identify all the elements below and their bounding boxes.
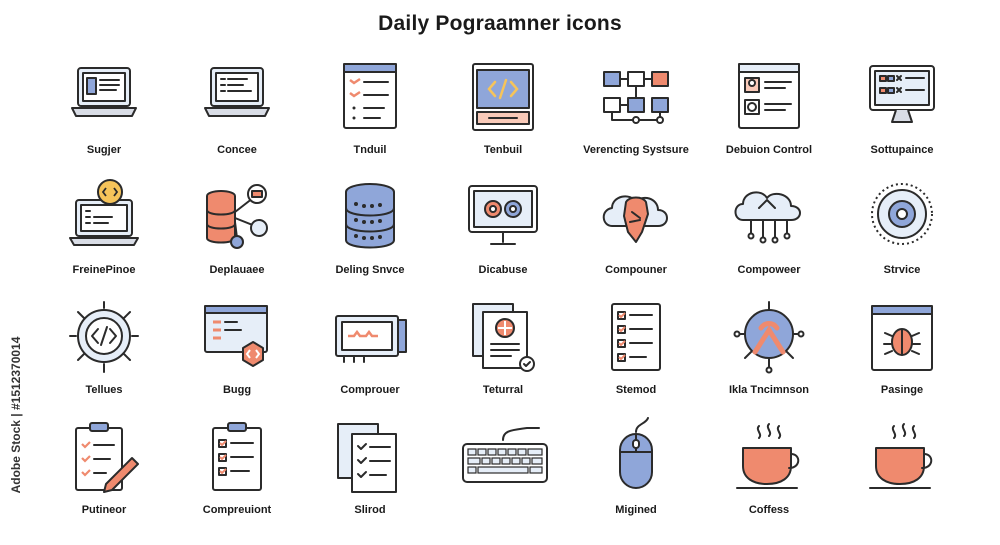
icon-label: Teturral	[482, 384, 524, 396]
icon-label: Deling Snvce	[335, 264, 405, 276]
icon-label: Tenbuil	[483, 144, 523, 156]
icon-cell: Concee	[171, 52, 303, 172]
icon-cell: Stemod	[570, 292, 702, 412]
monitor-settings-icon	[869, 65, 935, 123]
icon-label: Ikla Tncimnson	[728, 384, 810, 396]
bug-page-icon	[871, 305, 933, 371]
icon-cell: Tnduil	[304, 52, 436, 172]
icon-cell: Compoweer	[703, 172, 835, 292]
hardware-card-icon	[335, 315, 407, 363]
icon-cell	[437, 412, 569, 532]
bug-window-icon	[204, 305, 268, 367]
icon-cell: Dicabuse	[437, 172, 569, 292]
icon-label: Debuion Control	[725, 144, 813, 156]
keyboard-icon	[462, 427, 548, 483]
document-tutorial-icon	[472, 303, 535, 372]
icon-cell: Compouner	[570, 172, 702, 292]
icon-label: Comprouer	[340, 384, 400, 396]
icon-cell: Tenbuil	[437, 52, 569, 172]
laptop-code-icon	[71, 67, 137, 117]
icon-cell: Ikla Tncimnson	[703, 292, 835, 412]
icon-cell: Deplauaee	[171, 172, 303, 292]
code-window-icon	[472, 63, 534, 131]
cloud-network-icon	[734, 191, 801, 244]
icon-grid: Sugjer Concee Tnduil	[38, 52, 968, 532]
debug-window-icon	[738, 63, 800, 129]
icon-cell: Slirod	[304, 412, 436, 532]
icon-cell: Teturral	[437, 292, 569, 412]
cloud-brain-icon	[602, 195, 668, 243]
database-network-icon	[206, 184, 268, 249]
icon-cell: Bugg	[171, 292, 303, 412]
network-hub-icon	[733, 301, 805, 374]
icon-cell: Migined	[570, 412, 702, 532]
icon-label: Compreuiont	[202, 504, 272, 516]
icon-cell: Deling Snvce	[304, 172, 436, 292]
icon-label: Dicabuse	[478, 264, 528, 276]
coffee-cup-icon	[736, 423, 800, 489]
icon-cell: Pasinge	[836, 292, 968, 412]
icon-label: Concee	[217, 144, 257, 156]
icon-cell: Sugjer	[38, 52, 170, 172]
laptop-terminal-icon	[204, 67, 270, 117]
page-title: Daily Pograamner icons	[378, 12, 622, 35]
clipboard-check-icon	[212, 422, 262, 491]
icon-label: Tnduil	[353, 144, 387, 156]
watermark-label: Adobe Stock | #1512370014	[9, 336, 23, 494]
icon-cell: Verencting Systsure	[570, 52, 702, 172]
icon-cell: Debuion Control	[703, 52, 835, 172]
tea-cup-icon	[869, 423, 933, 489]
icon-label: Compoweer	[737, 264, 801, 276]
icon-label: Strvice	[883, 264, 921, 276]
version-flow-icon	[603, 71, 669, 124]
icon-cell: Comprouer	[304, 292, 436, 412]
laptop-chat-code-icon	[69, 179, 139, 246]
icon-label: Bugg	[222, 384, 252, 396]
icon-cell: Sottupaince	[836, 52, 968, 172]
icon-cell: Compreuiont	[171, 412, 303, 532]
code-hub-icon	[69, 301, 139, 373]
icon-label: Tellues	[85, 384, 123, 396]
icon-cell: Tellues	[38, 292, 170, 412]
watermark-text: Adobe Stock | #1512370014	[6, 300, 23, 530]
icon-label: Pasinge	[880, 384, 924, 396]
icon-cell: Strvice	[836, 172, 968, 292]
icon-cell: FreinePinoe	[38, 172, 170, 292]
icon-label: Slirod	[354, 504, 386, 516]
icon-label: Verencting Systsure	[583, 144, 689, 156]
checklist-icon	[611, 303, 661, 371]
icon-label: Deplauaee	[209, 264, 265, 276]
icon-label: Sottupaince	[870, 144, 934, 156]
icon-label: Sugjer	[86, 144, 122, 156]
icon-cell	[836, 412, 968, 532]
icon-label: FreinePinoe	[72, 264, 136, 276]
documents-check-icon	[337, 423, 397, 493]
icon-label: Compouner	[605, 264, 667, 276]
icon-label: Putineor	[81, 504, 127, 516]
icon-label: Stemod	[615, 384, 657, 396]
icon-cell: Coffess	[703, 412, 835, 532]
icon-cell: Putineor	[38, 412, 170, 532]
clipboard-pencil-icon	[75, 422, 139, 493]
icon-label: Migined	[615, 504, 657, 516]
server-stack-icon	[345, 183, 395, 249]
monitor-gears-icon	[468, 185, 538, 245]
mouse-icon	[619, 417, 653, 489]
icon-label: Coffess	[748, 504, 790, 516]
service-gear-icon	[871, 183, 933, 245]
browser-checklist-icon	[343, 63, 397, 129]
